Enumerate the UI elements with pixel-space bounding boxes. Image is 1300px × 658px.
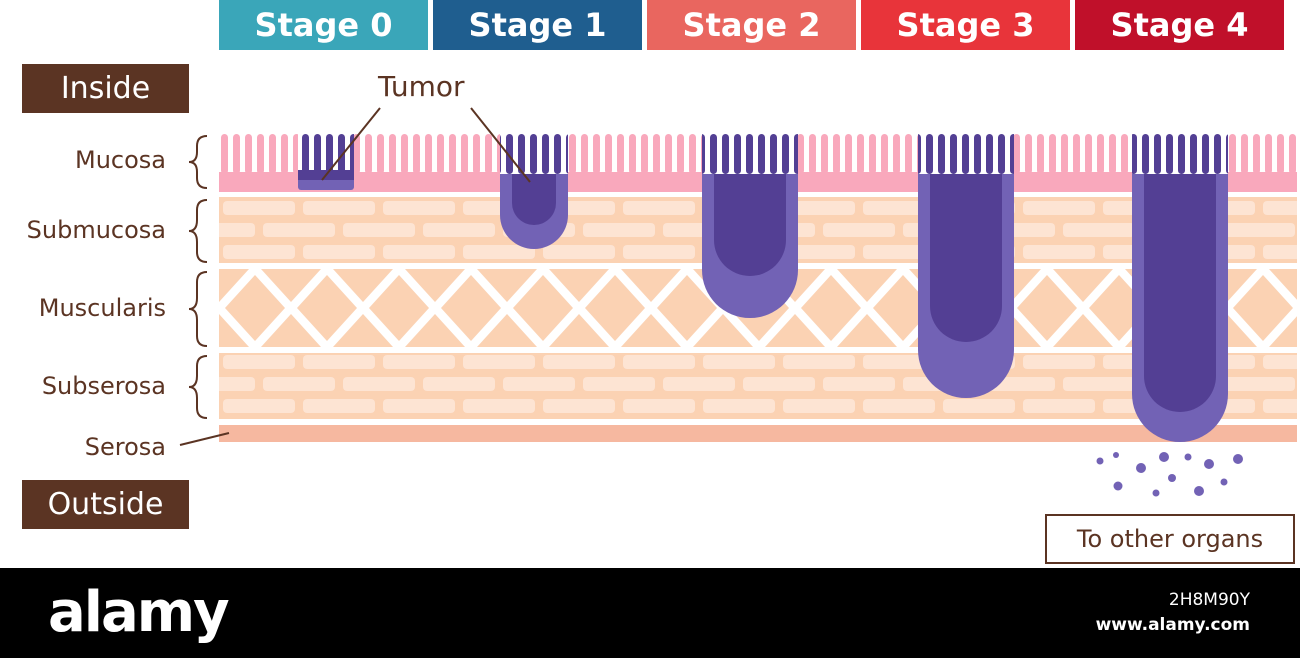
stage-2-label: Stage 2 <box>682 6 821 44</box>
mucosa-label: Mucosa <box>74 146 166 174</box>
stage-1-label: Stage 1 <box>468 6 607 44</box>
muscularis-right-edge <box>1297 269 1300 347</box>
stage-3-tumor <box>918 134 1014 398</box>
to-other-organs-label: To other organs <box>1045 514 1295 564</box>
stage-0-header: Stage 0 <box>219 0 428 50</box>
stage-1-header: Stage 1 <box>433 0 642 50</box>
subserosa-brace <box>188 355 208 419</box>
layer-braces <box>188 135 208 419</box>
serosa-layer <box>219 425 1297 442</box>
site-url: www.alamy.com <box>1095 615 1250 635</box>
submucosa-brace <box>188 199 208 263</box>
image-id: 2H8M90Y <box>1168 590 1250 610</box>
stage-4-header: Stage 4 <box>1075 0 1284 50</box>
alamy-logo: alamy <box>48 580 230 645</box>
stage-0-label: Stage 0 <box>254 6 393 44</box>
serosa-pointer <box>179 432 230 446</box>
stage-3-label: Stage 3 <box>896 6 1035 44</box>
stage-3-header: Stage 3 <box>861 0 1070 50</box>
tissue-layer-diagram <box>179 107 1300 497</box>
subserosa-layer-offset-rows <box>219 375 1297 397</box>
tumor-pointer-left <box>321 107 381 181</box>
tumor-label: Tumor <box>378 70 465 103</box>
serosa-label: Serosa <box>84 433 166 461</box>
stage-4-tumor <box>1132 134 1228 442</box>
submucosa-label: Submucosa <box>26 216 166 244</box>
stage-0-tumor <box>298 134 354 190</box>
mucosa-brace <box>188 135 208 189</box>
muscularis-brace <box>188 271 208 347</box>
metastasis-dots <box>1096 452 1243 497</box>
stage-2-tumor <box>702 134 798 318</box>
stage-1-tumor <box>500 134 568 249</box>
muscularis-label: Muscularis <box>38 294 166 322</box>
stage-4-label: Stage 4 <box>1110 6 1249 44</box>
watermark-footer: alamy 2H8M90Y www.alamy.com <box>0 568 1300 658</box>
tumor-pointer-right <box>470 107 531 183</box>
inside-label: Inside <box>22 64 189 113</box>
stage-2-header: Stage 2 <box>647 0 856 50</box>
subserosa-label: Subserosa <box>41 372 166 400</box>
outside-label: Outside <box>22 480 189 529</box>
